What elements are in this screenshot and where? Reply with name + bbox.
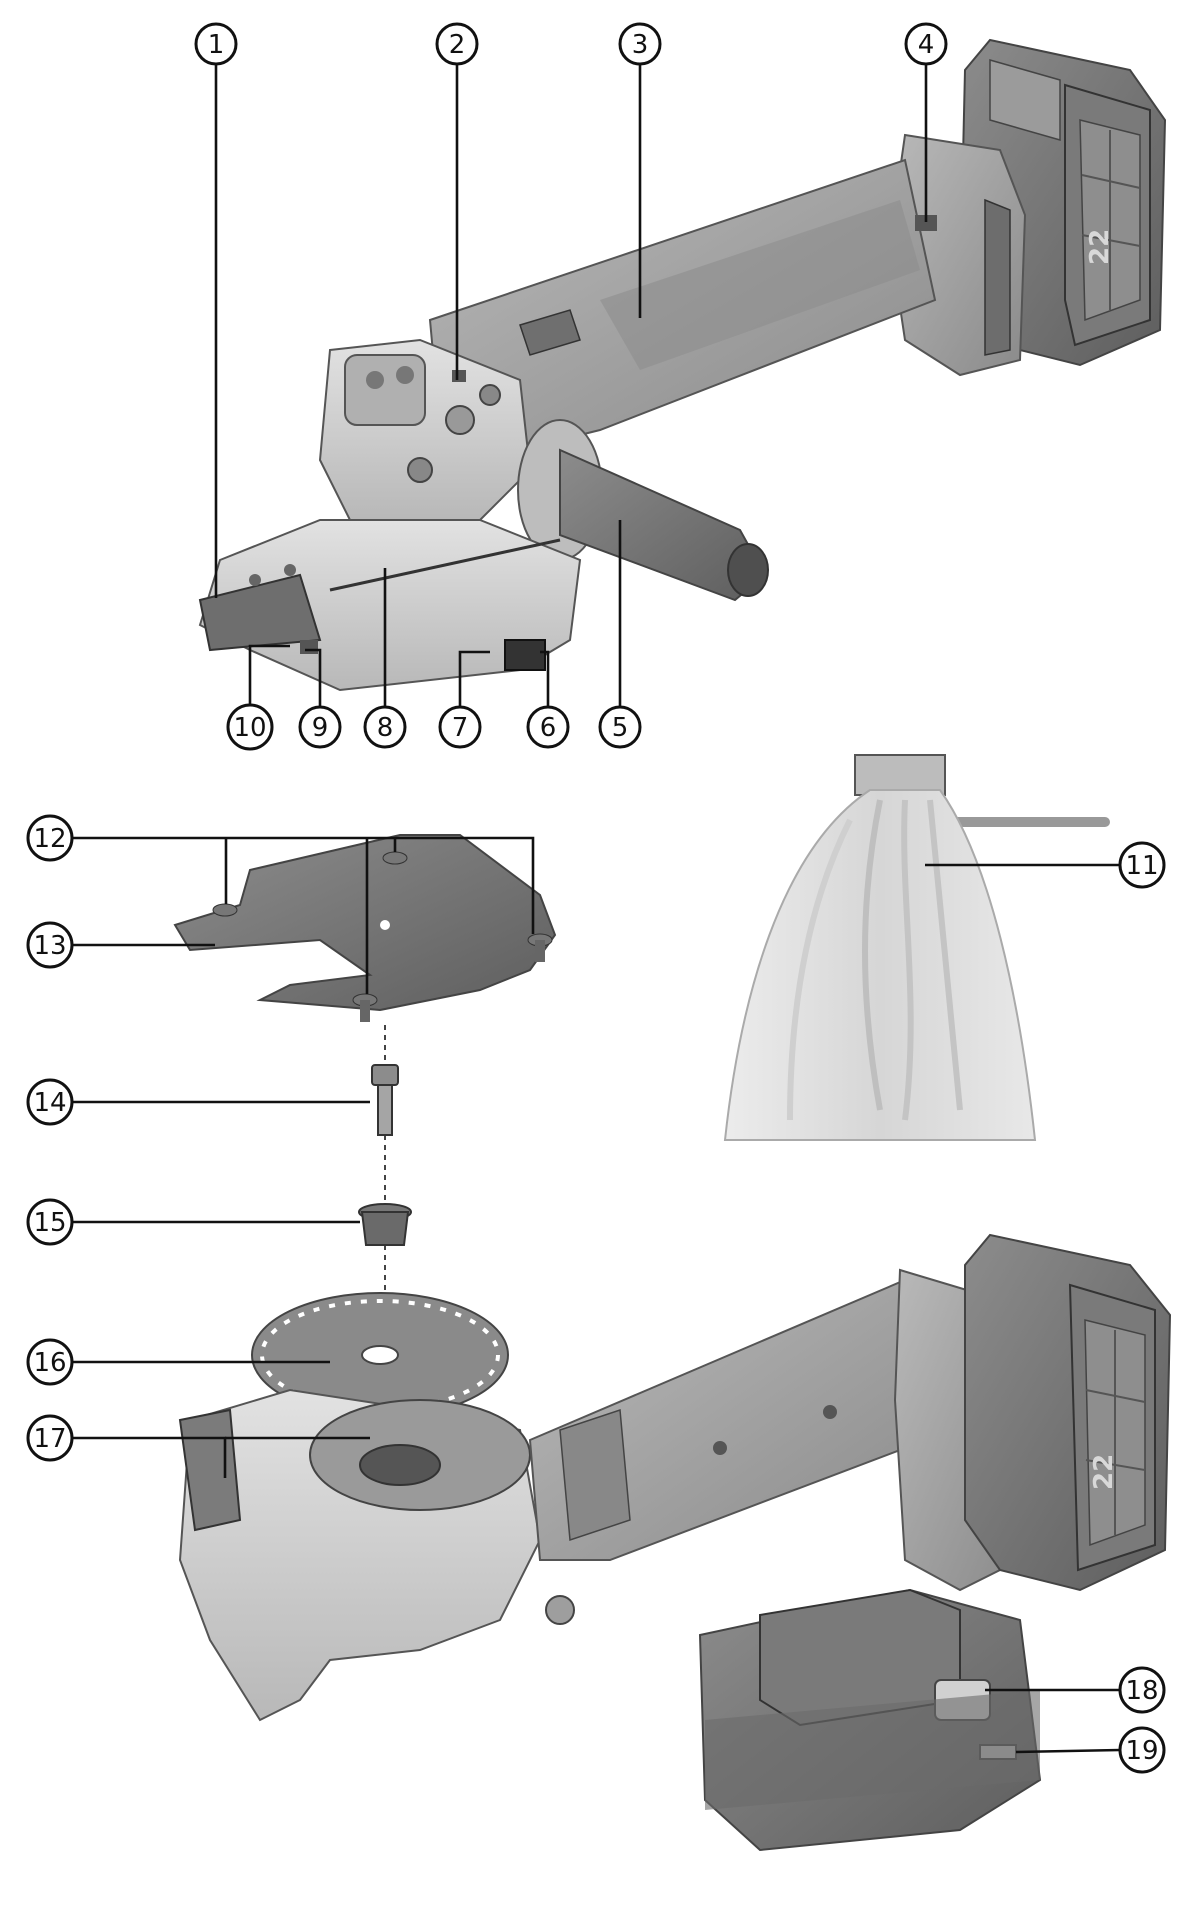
- callout-18-label: 18: [1125, 1676, 1158, 1706]
- callout-19-label: 19: [1125, 1736, 1158, 1766]
- assembled-tool-illustration: 22: [198, 38, 1167, 692]
- battery-pack-lower: 22: [893, 1233, 1172, 1592]
- flange-15-shape: [358, 1203, 412, 1246]
- callout-6: 6: [526, 705, 570, 749]
- leader-lines: [72, 62, 1121, 1754]
- callout-6-label: 6: [540, 713, 557, 743]
- callout-16: 16: [26, 1338, 74, 1386]
- callout-7-label: 7: [452, 713, 469, 743]
- part-6-shape: [504, 639, 546, 671]
- callout-2: 2: [435, 22, 479, 66]
- callout-2-label: 2: [449, 30, 466, 60]
- callout-17-label: 17: [33, 1424, 66, 1454]
- callout-14: 14: [26, 1078, 74, 1126]
- switch-4-shape: [915, 215, 937, 231]
- callout-10: 10: [226, 703, 274, 751]
- lower-tool-body: [178, 1278, 942, 1722]
- exploded-parts: 22: [173, 834, 1172, 1852]
- gear-head-top: [318, 338, 532, 521]
- dust-bag-illustration: [723, 754, 1110, 1141]
- callout-18: 18: [1118, 1666, 1166, 1714]
- callout-15: 15: [26, 1198, 74, 1246]
- callout-3: 3: [618, 22, 662, 66]
- callout-19: 19: [1118, 1726, 1166, 1774]
- base-plate-top: [198, 519, 582, 692]
- battery-lower-number: 22: [1089, 1454, 1119, 1490]
- saw-blade-16-shape: [251, 1292, 509, 1418]
- side-handle-top: [517, 419, 769, 602]
- callout-13-label: 13: [33, 931, 66, 961]
- callout-11: 11: [1118, 841, 1166, 889]
- callout-5-label: 5: [612, 713, 629, 743]
- callout-7: 7: [438, 705, 482, 749]
- callout-9: 9: [298, 705, 342, 749]
- callout-3-label: 3: [632, 30, 649, 60]
- callout-15-label: 15: [33, 1208, 66, 1238]
- callout-13: 13: [26, 921, 74, 969]
- callout-1: 1: [194, 22, 238, 66]
- callout-9-label: 9: [312, 713, 329, 743]
- callout-1-label: 1: [208, 30, 225, 60]
- loose-battery-shape: [698, 1588, 1042, 1852]
- callout-5: 5: [598, 705, 642, 749]
- callout-8: 8: [363, 705, 407, 749]
- callout-10-label: 10: [233, 713, 266, 743]
- bolt-14-shape: [371, 1064, 399, 1136]
- screws-12-shapes: [212, 851, 553, 1022]
- battery-top-number: 22: [1085, 229, 1115, 265]
- callout-4-label: 4: [918, 30, 935, 60]
- callout-12-label: 12: [33, 824, 66, 854]
- callout-17: 17: [26, 1414, 74, 1462]
- motor-housing-top: [428, 133, 1027, 452]
- callout-12: 12: [26, 814, 74, 862]
- callout-11-label: 11: [1125, 851, 1158, 881]
- part-2-shape: [452, 370, 466, 382]
- callout-16-label: 16: [33, 1348, 66, 1378]
- guard-plate-shape: [173, 834, 557, 1012]
- callout-8-label: 8: [377, 713, 394, 743]
- callout-4: 4: [904, 22, 948, 66]
- callout-14-label: 14: [33, 1088, 66, 1118]
